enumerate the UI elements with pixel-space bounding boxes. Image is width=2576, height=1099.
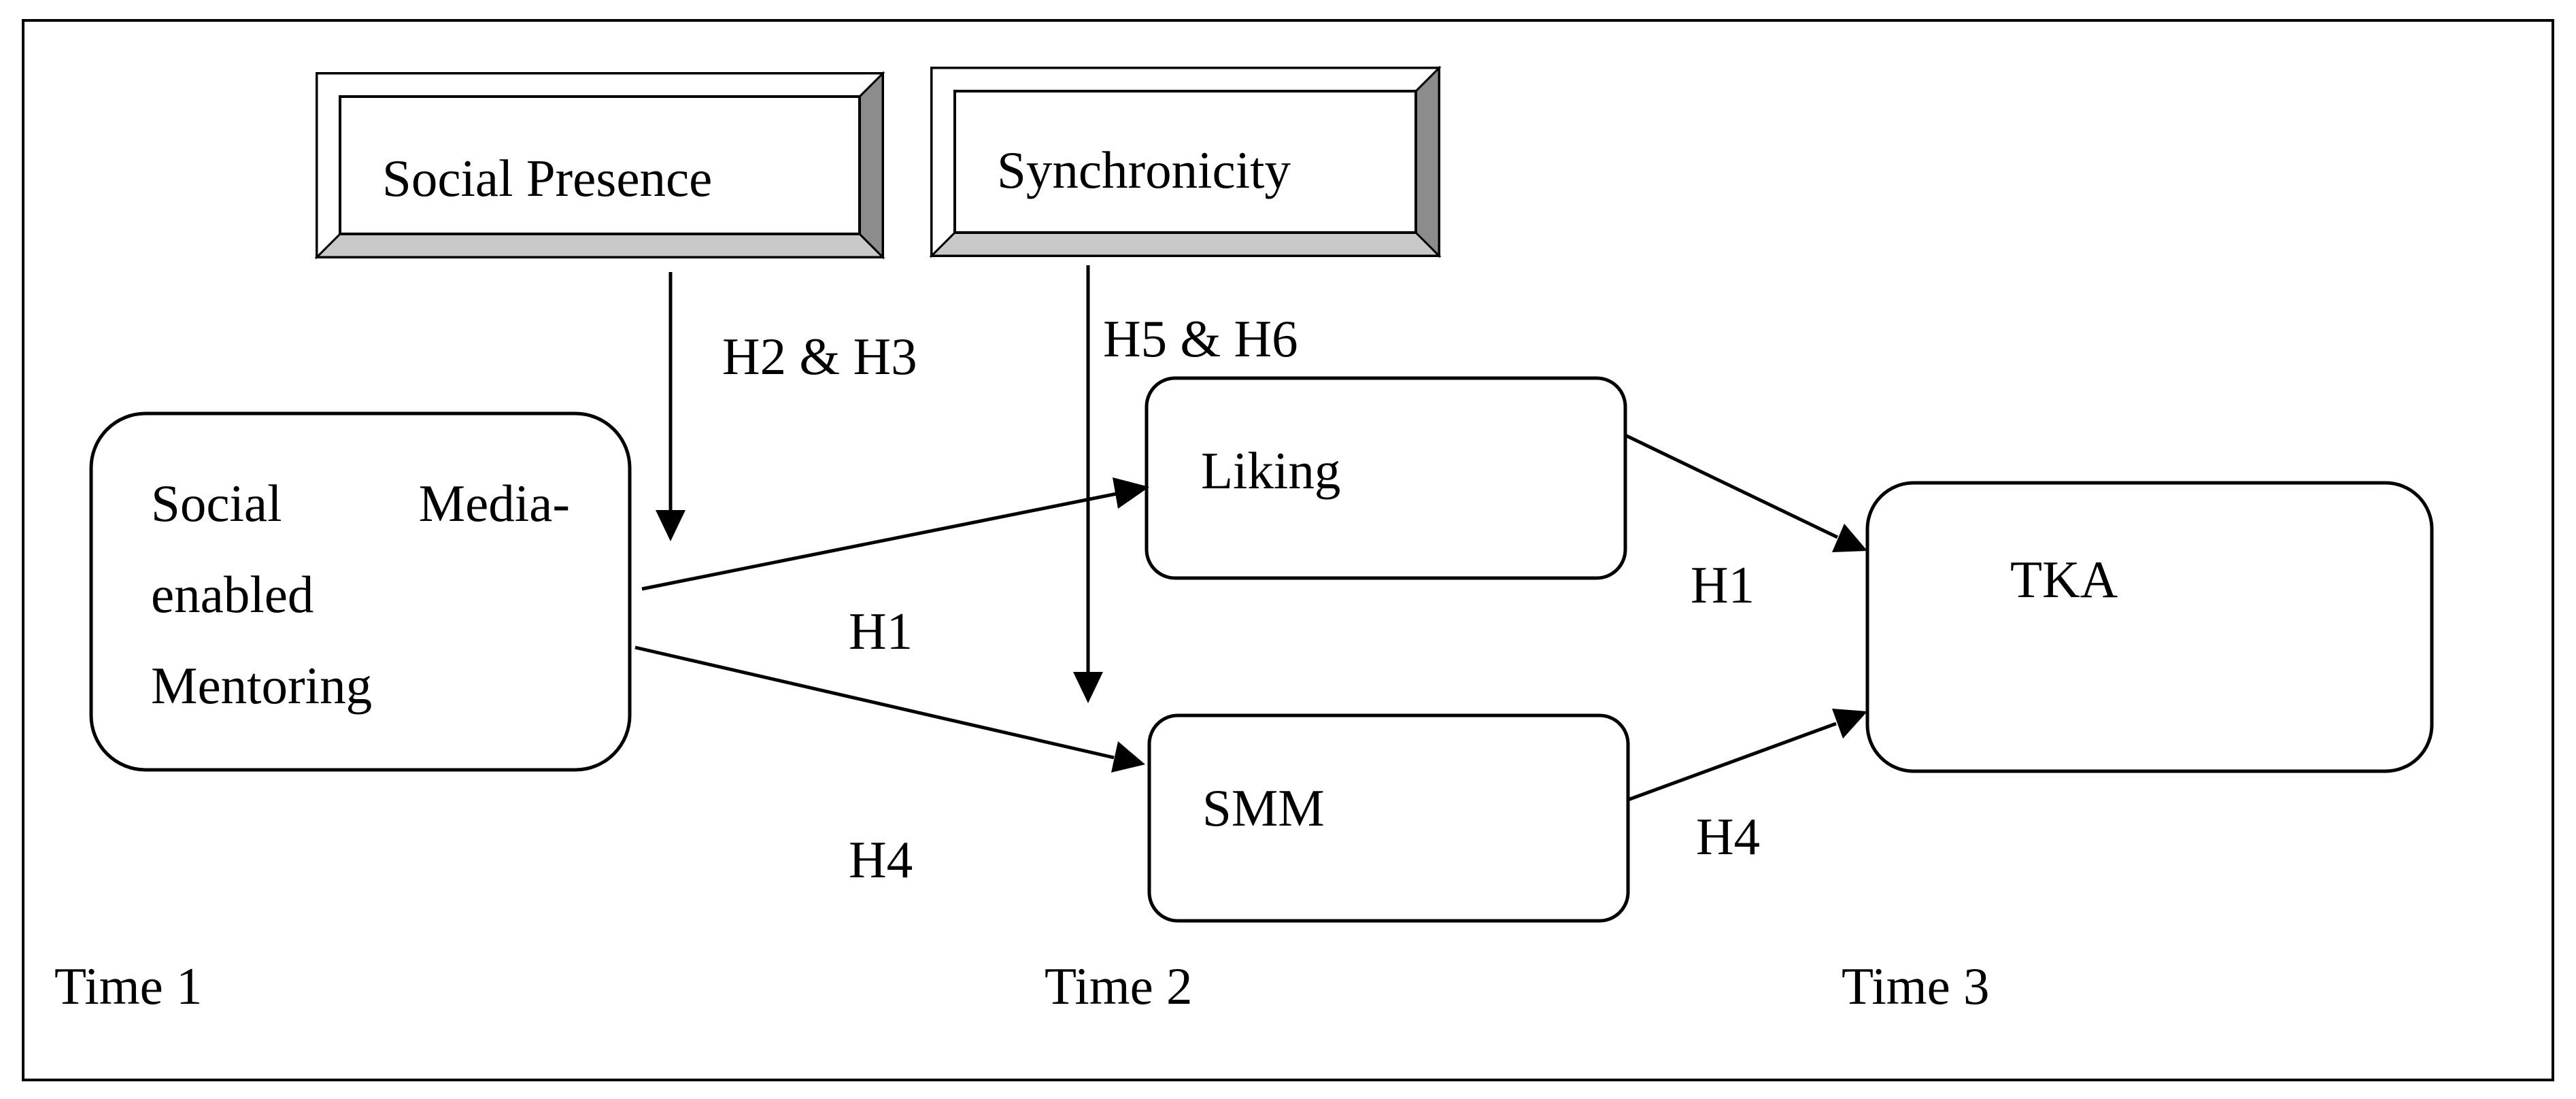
hypothesis-h1-left-label: H1 — [849, 602, 913, 660]
time-1-label: Time 1 — [54, 957, 203, 1015]
arrowhead-social-presence — [656, 510, 685, 541]
arrowhead-smem-to-liking — [1113, 477, 1149, 509]
synchronicity-label: Synchronicity — [997, 141, 1291, 199]
edges — [634, 265, 1867, 802]
construct-tka: TKA — [1865, 481, 2434, 773]
hypothesis-h4-left-label: H4 — [849, 830, 913, 889]
outer-frame — [22, 19, 2554, 1081]
arrow-smem-to-smm — [634, 645, 1115, 760]
liking-label: Liking — [1201, 441, 1340, 500]
time-2-label: Time 2 — [1045, 957, 1193, 1015]
smem-label-line2: enabled — [151, 565, 313, 624]
smem-label-line3: Mentoring — [151, 656, 372, 715]
time-3-label: Time 3 — [1842, 957, 1990, 1015]
arrowhead-synchronicity — [1073, 672, 1103, 703]
bevel-right — [858, 71, 884, 260]
smm-label: SMM — [1202, 779, 1325, 837]
construct-smm: SMM — [1147, 713, 1630, 923]
bevel-right — [1414, 65, 1440, 258]
hypothesis-h1-right-label: H1 — [1691, 556, 1755, 614]
moderator-synchronicity: Synchronicity — [929, 65, 1442, 258]
bevel-bottom — [314, 233, 885, 258]
arrowhead-smm-to-tka — [1832, 709, 1867, 739]
arrowhead-liking-to-tka — [1832, 524, 1867, 552]
arrow-smm-to-tka — [1627, 722, 1837, 802]
smem-label-line1-right: Media- — [419, 474, 570, 532]
arrow-smem-to-liking — [641, 492, 1117, 591]
hypothesis-h5-h6-label: H5 & H6 — [1103, 309, 1298, 368]
moderator-social-presence: Social Presence — [314, 71, 885, 260]
bevel-bottom — [929, 231, 1442, 257]
smem-label-line1-left: Social — [151, 474, 282, 532]
tka-label: TKA — [2010, 550, 2118, 609]
construct-liking: Liking — [1145, 376, 1627, 580]
arrow-liking-to-tka — [1624, 433, 1839, 539]
social-presence-label: Social Presence — [382, 149, 712, 207]
hypothesis-h2-h3-label: H2 & H3 — [722, 327, 917, 386]
construct-social-media-enabled-mentoring: Social Media- enabled Mentoring — [89, 411, 632, 772]
arrowhead-smem-to-smm — [1111, 741, 1145, 773]
hypothesis-h4-right-label: H4 — [1696, 807, 1760, 866]
